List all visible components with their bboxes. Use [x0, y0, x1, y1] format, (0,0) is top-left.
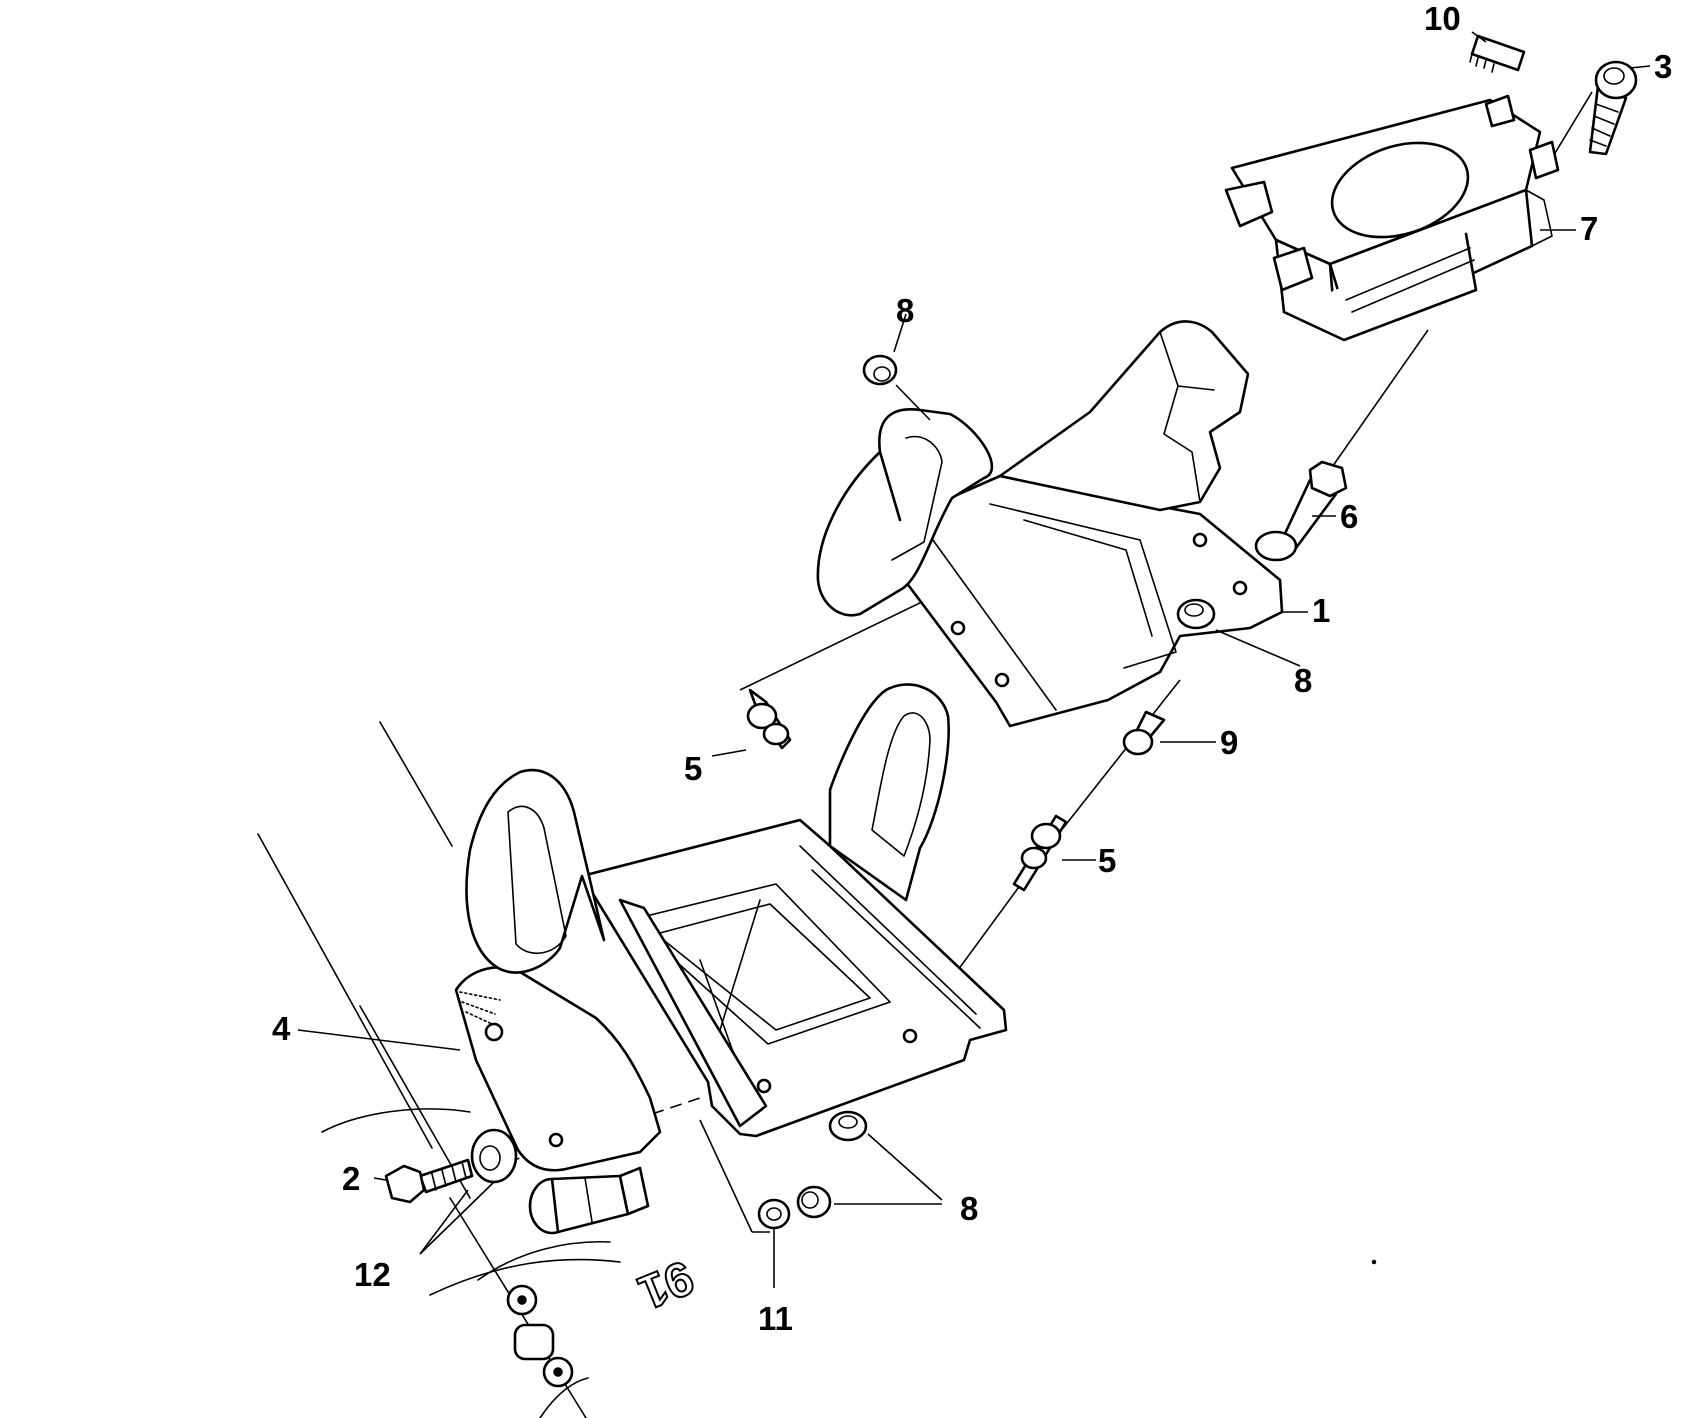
- callout-2: 2: [342, 1160, 360, 1197]
- part-12-washer: [470, 1128, 518, 1184]
- callout-6: 6: [1340, 498, 1358, 535]
- callout-labels: 1 2 3 4 5 5 6 7 8 8 8 9 10 11 12: [272, 0, 1672, 1337]
- casting-mark: 91: [630, 1249, 701, 1320]
- callout-8-bottom: 8: [960, 1190, 978, 1227]
- callout-5-lower: 5: [1098, 842, 1116, 879]
- part-5-stud-upper: [746, 688, 792, 750]
- part-6-stud: [1254, 460, 1348, 562]
- callout-12: 12: [354, 1256, 391, 1293]
- stray-dot: [1371, 1259, 1377, 1265]
- part-1-upper-bracket: [816, 320, 1284, 728]
- callout-3: 3: [1654, 48, 1672, 85]
- callout-7: 7: [1580, 210, 1598, 247]
- callout-10: 10: [1424, 0, 1461, 37]
- part-9-bolt: [1122, 710, 1166, 756]
- callout-5-upper: 5: [684, 750, 702, 787]
- lower-bracket-tray: [465, 683, 1008, 1138]
- part-4-mounting-plate: [454, 966, 662, 1172]
- chain-links: [506, 1284, 574, 1388]
- vehicle-frame-background: 91: [257, 721, 701, 1418]
- casting-mark-text: 91: [631, 1250, 700, 1319]
- callout-leaders: [297, 31, 1651, 1288]
- part-8-grommet-low: [828, 1110, 868, 1142]
- part-8-grommet-bottom: [796, 1185, 832, 1219]
- callout-8-top: 8: [896, 292, 914, 329]
- callout-1: 1: [1312, 592, 1330, 629]
- callout-9: 9: [1220, 724, 1238, 761]
- callout-11: 11: [758, 1300, 793, 1337]
- cylinder-fitting: [528, 1166, 650, 1235]
- part-10-chip: [1469, 34, 1526, 73]
- part-8-grommet-top: [862, 354, 898, 386]
- part-8-grommet-mid: [1176, 598, 1216, 630]
- part-5-stud-lower: [1012, 814, 1068, 892]
- part-2-flange-bolt: [384, 1158, 474, 1204]
- callout-4: 4: [272, 1010, 291, 1047]
- callout-8-mid: 8: [1294, 662, 1312, 699]
- part-7-control-unit: [1224, 94, 1560, 342]
- part-3-bolt: [1588, 60, 1638, 156]
- part-11-washer: [757, 1198, 791, 1230]
